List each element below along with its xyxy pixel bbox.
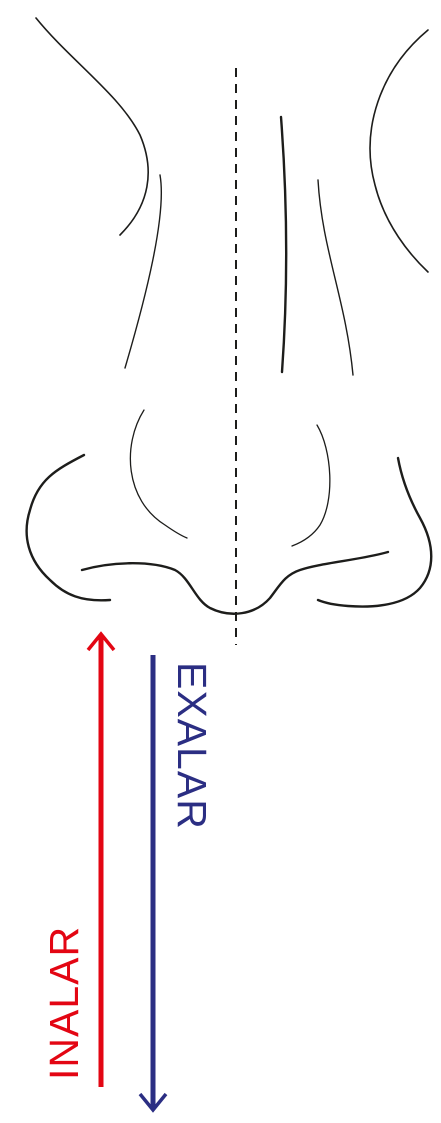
nose-drawing — [27, 18, 432, 614]
left-brow-curve — [36, 18, 148, 235]
inhale-label: INALAR — [41, 926, 87, 1080]
left-nostril-wing — [27, 455, 110, 600]
inhale-arrow — [88, 634, 114, 1087]
right-alar-inner-curve — [292, 425, 330, 546]
right-inner-bridge-line — [318, 180, 353, 375]
right-brow-curve — [370, 30, 428, 272]
exhale-arrow — [140, 655, 166, 1110]
left-bridge-line — [125, 175, 161, 368]
right-bridge-line — [281, 117, 286, 372]
left-alar-inner-curve — [130, 410, 187, 538]
right-nostril-wing — [318, 458, 431, 607]
exhale-label: EXALAR — [169, 662, 215, 830]
